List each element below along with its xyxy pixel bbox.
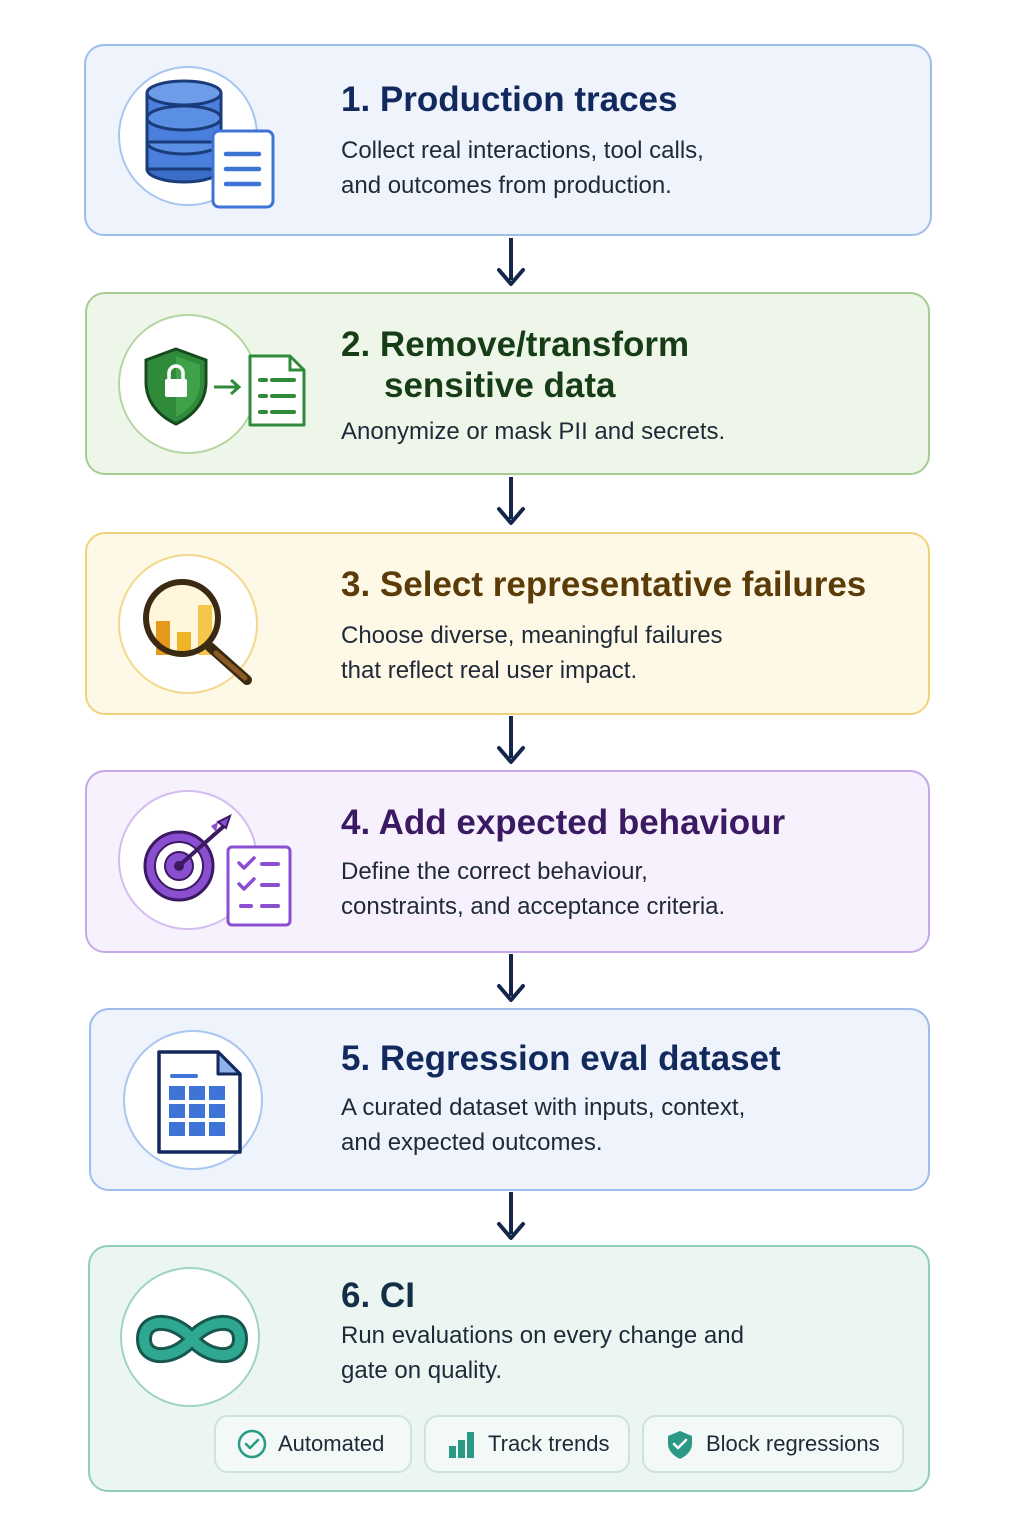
step-description: Run evaluations on every change and gate… xyxy=(341,1318,744,1388)
description-line: Collect real interactions, tool calls, xyxy=(341,137,704,164)
step-icon-circle xyxy=(120,1267,260,1407)
step-description: A curated dataset with inputs, context, … xyxy=(341,1090,745,1160)
step-card-production-traces: 1. Production traces Collect real intera… xyxy=(84,44,932,236)
step-description: Define the correct behaviour, constraint… xyxy=(341,854,725,924)
step-title: 3. Select representative failures xyxy=(341,565,867,604)
step-icon-circle xyxy=(118,66,275,209)
flow-arrow xyxy=(497,954,525,1002)
description-line: and expected outcomes. xyxy=(341,1129,603,1156)
step-card-ci: 6. CI Run evaluations on every change an… xyxy=(88,1245,930,1492)
description-line: Define the correct behaviour, xyxy=(341,858,648,885)
step-card-sensitive-data: 2. Remove/transform sensitive data Anony… xyxy=(85,292,930,475)
flow-arrow xyxy=(497,1192,525,1240)
chip-block-regressions: Block regressions xyxy=(642,1415,904,1473)
chip-track-trends: Track trends xyxy=(424,1415,630,1473)
step-icon-circle xyxy=(118,314,306,454)
description-line: A curated dataset with inputs, context, xyxy=(341,1094,746,1121)
chip-label: Automated xyxy=(278,1431,385,1456)
step-description: Collect real interactions, tool calls, a… xyxy=(341,133,704,203)
step-card-representative-failures: 3. Select representative failures Choose… xyxy=(85,532,930,715)
step-description: Anonymize or mask PII and secrets. xyxy=(341,414,725,449)
step-icon-circle xyxy=(118,790,292,930)
database-document-icon xyxy=(145,79,275,209)
title-line: 2. Remove/transform xyxy=(341,325,690,364)
magnifier-bar-chart-icon xyxy=(143,579,252,685)
bar-chart-icon xyxy=(449,1432,474,1458)
description-line: Anonymize or mask PII and secrets. xyxy=(341,418,726,445)
flow-arrow xyxy=(497,238,525,286)
shield-lock-to-document-icon xyxy=(144,347,306,427)
check-circle-icon xyxy=(237,1429,267,1459)
chip-automated: Automated xyxy=(214,1415,412,1473)
step-icon-circle xyxy=(118,554,258,694)
step-title: 1. Production traces xyxy=(341,80,678,119)
step-card-expected-behaviour: 4. Add expected behaviour Define the cor… xyxy=(85,770,930,953)
flow-arrow xyxy=(497,716,525,764)
flow-arrow xyxy=(497,477,525,525)
step-description: Choose diverse, meaningful failures that… xyxy=(341,618,723,688)
title-line: sensitive data xyxy=(384,366,616,405)
step-title: 2. Remove/transform sensitive data xyxy=(341,324,689,406)
description-line: that reflect real user impact. xyxy=(341,657,638,684)
step-title: 5. Regression eval dataset xyxy=(341,1039,781,1078)
description-line: gate on quality. xyxy=(341,1357,503,1384)
shield-check-icon xyxy=(668,1431,692,1459)
infinity-icon xyxy=(136,1314,248,1364)
description-line: Run evaluations on every change and xyxy=(341,1322,744,1349)
chip-label: Track trends xyxy=(488,1431,610,1456)
chip-label: Block regressions xyxy=(706,1431,880,1456)
description-line: and outcomes from production. xyxy=(341,172,672,199)
target-checklist-icon xyxy=(143,814,292,927)
step-title: 6. CI xyxy=(341,1276,415,1315)
description-line: constraints, and acceptance criteria. xyxy=(341,893,726,920)
step-card-regression-dataset: 5. Regression eval dataset A curated dat… xyxy=(89,1008,930,1191)
spreadsheet-file-icon xyxy=(157,1050,242,1154)
step-title: 4. Add expected behaviour xyxy=(341,803,786,842)
step-icon-circle xyxy=(123,1030,263,1170)
description-line: Choose diverse, meaningful failures xyxy=(341,622,723,649)
